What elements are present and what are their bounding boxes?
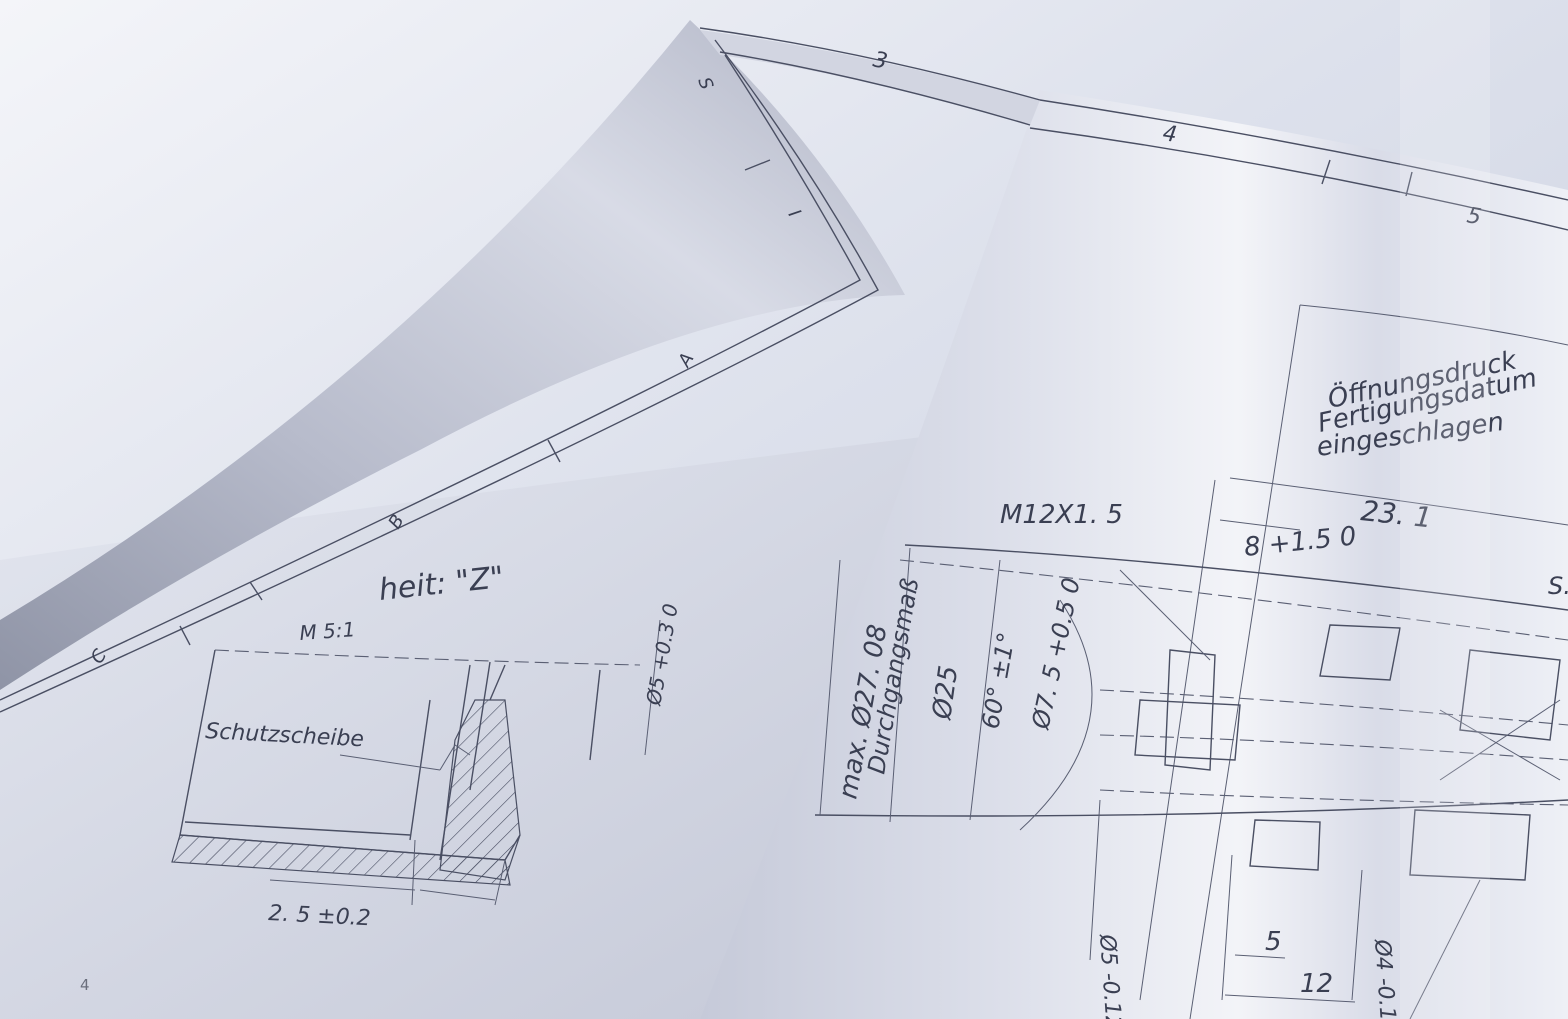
right-sheet bbox=[700, 90, 1568, 1019]
page-number: 4 bbox=[80, 976, 90, 994]
curled-sheet-top bbox=[700, 30, 1040, 125]
zone-number-3: 3 bbox=[871, 47, 890, 74]
zone-number-4: 4 bbox=[1161, 121, 1178, 148]
zone-tick bbox=[1321, 159, 1331, 185]
curl-border-inner bbox=[719, 51, 1031, 126]
dim-dia-4: Ø4 -0.12 bbox=[1369, 938, 1401, 1019]
curl-tick bbox=[249, 581, 263, 601]
curl-tick bbox=[744, 159, 771, 171]
curled-sheet bbox=[0, 20, 905, 690]
detail-scale: M 5:1 bbox=[299, 617, 356, 645]
curl-tick bbox=[547, 439, 561, 463]
zone-number-5: 5 bbox=[1465, 203, 1483, 230]
dim-5: 5 bbox=[1265, 927, 1282, 957]
zone-tick bbox=[1405, 171, 1413, 197]
detail-view bbox=[171, 619, 661, 906]
dim-12: 12 bbox=[1300, 969, 1333, 999]
border-line bbox=[1029, 127, 1568, 231]
curl-tick bbox=[179, 625, 191, 646]
dim-bottom: 2. 5 ±0.2 bbox=[268, 901, 372, 931]
curl-border bbox=[699, 27, 1041, 101]
label-thread: M12X1. 5 bbox=[1000, 500, 1123, 530]
curl-frame bbox=[0, 54, 861, 701]
curl-frame-outer bbox=[0, 39, 879, 713]
light-band bbox=[1400, 0, 1490, 1019]
dim-23-1: 23. 1 bbox=[1359, 494, 1433, 534]
main-view bbox=[814, 304, 1568, 1019]
border-line-outer bbox=[1039, 99, 1568, 201]
label-s-edge: S. bbox=[1548, 572, 1568, 600]
dim-dia-5: Ø5 -0.12 bbox=[1094, 933, 1126, 1019]
